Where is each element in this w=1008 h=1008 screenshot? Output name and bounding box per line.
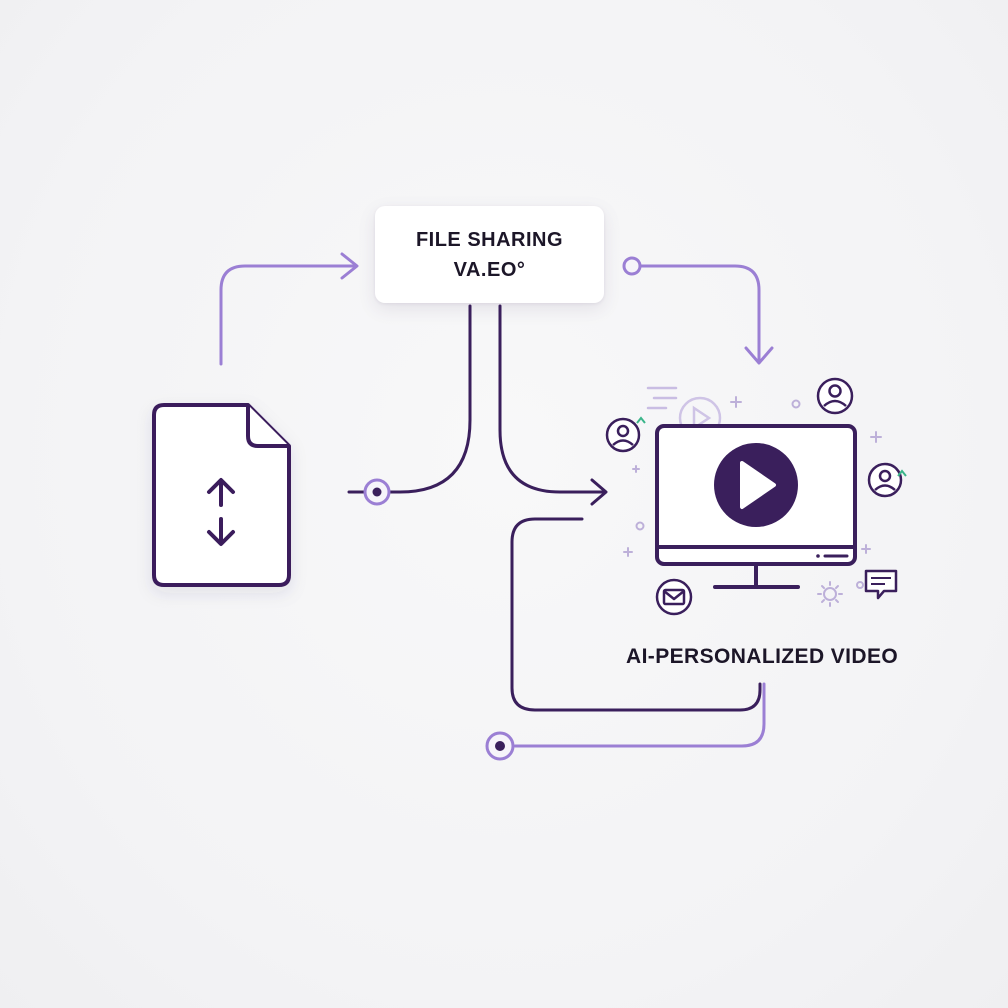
gear-icon [817,581,843,607]
input-node [363,478,391,506]
merge-paths [347,304,608,506]
user-icon-left [605,416,646,453]
user-icon-top [816,377,854,415]
return-path [513,682,766,748]
output-node [622,256,642,276]
output-caption: AI-PERSONALIZED VIDEO [626,645,899,668]
upload-arrow [219,252,359,366]
dot-decorations [635,399,864,589]
file-sharing-box: FILE SHARING VA.EO° [375,206,604,303]
text-lines-icon [646,386,678,410]
mail-icon [655,578,693,616]
feedback-path [510,517,762,712]
user-icon-right [867,462,907,498]
output-arrow [639,264,774,365]
file-sharing-subtitle: VA.EO° [453,258,526,281]
file-transfer-icon [152,403,291,587]
chat-icon [864,569,898,600]
sparkle-decorations [623,396,882,557]
play-icon [714,443,798,527]
return-node [485,731,515,761]
file-sharing-title: FILE SHARING [415,228,564,251]
